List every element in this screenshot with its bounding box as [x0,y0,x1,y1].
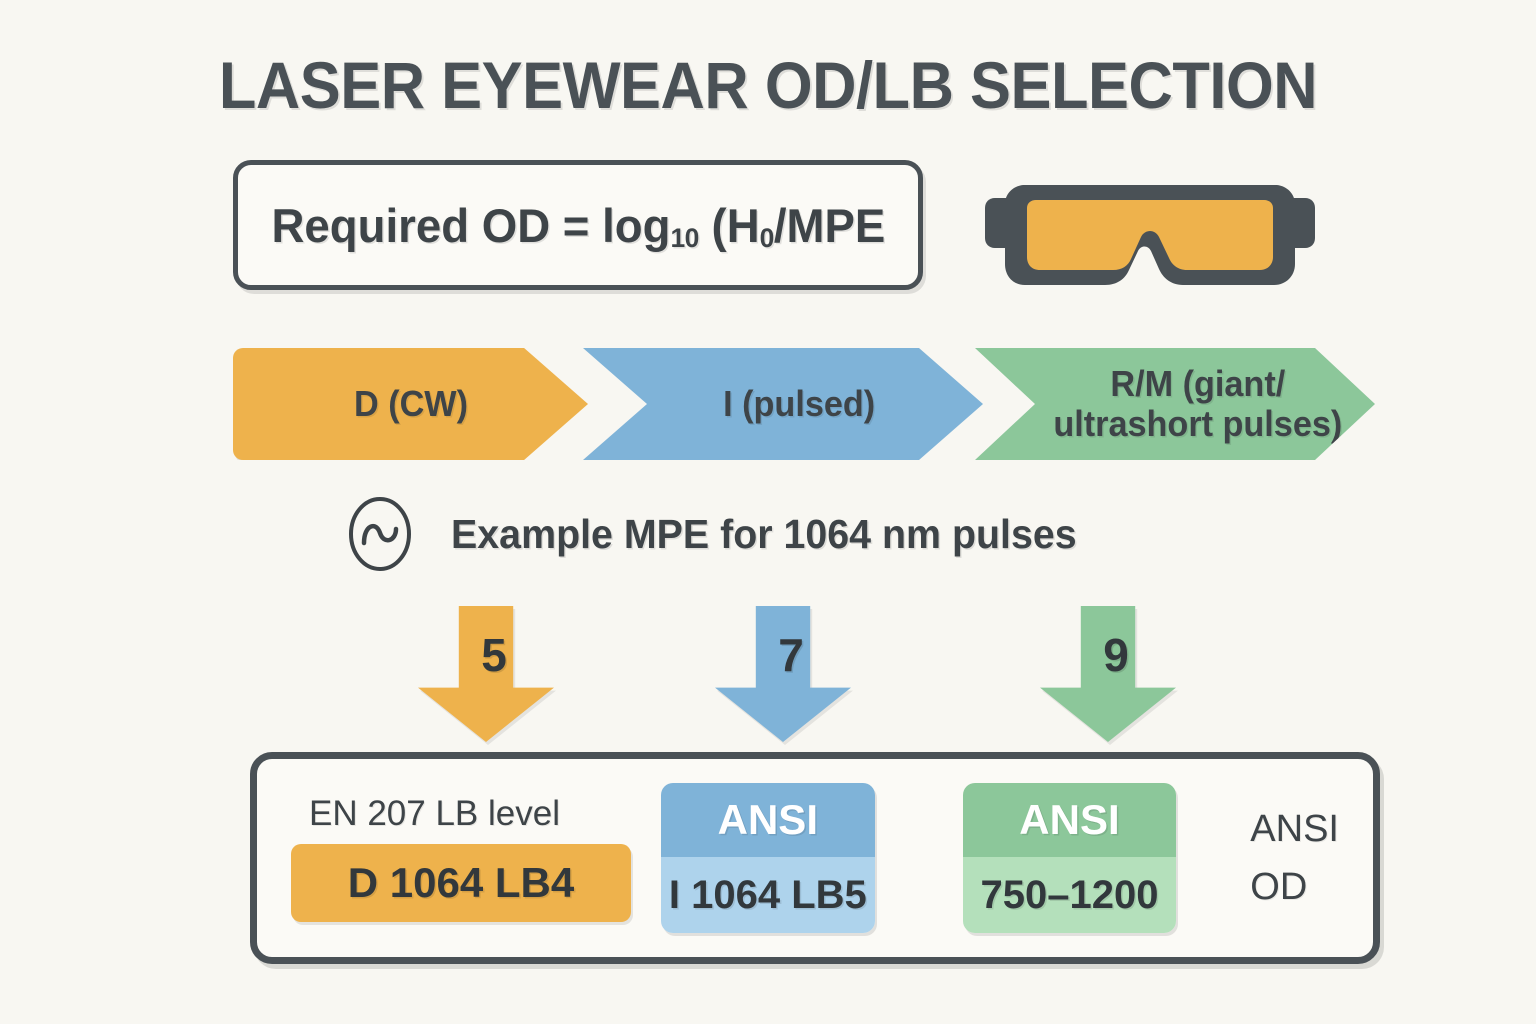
example-mpe-label: Example MPE for 1064 nm pulses [451,510,1077,557]
laser-safety-goggles-icon [985,185,1315,285]
en207-column: EN 207 LB level D 1064 LB4 [291,794,631,922]
chevron-step-rm-label: R/M (giant/ ultrashort pulses) [1053,363,1343,444]
od-arrow-i-value: 7 [778,629,804,681]
formula-prefix: Required OD = log [271,198,671,252]
ansi-block-rm-body: 750–1200 [962,857,1177,933]
page-title: LASER EYEWEAR OD/LB SELECTION [218,48,1318,122]
formula-h-subscript: 0 [759,222,774,254]
ansi-block-i-body: I 1064 LB5 [661,857,875,933]
marking-summary-panel: EN 207 LB level D 1064 LB4 ANSI I 1064 L… [250,752,1380,964]
chevron-step-rm[interactable]: R/M (giant/ ultrashort pulses) [975,348,1375,460]
sine-wave-icon [349,497,411,571]
od-arrow-d: 5 [418,606,554,742]
en207-marking-chip[interactable]: D 1064 LB4 [291,844,631,922]
en207-title: EN 207 LB level [309,794,560,833]
chevron-step-d[interactable]: D (CW) [233,348,588,460]
od-arrow-rm-value: 9 [1103,629,1129,681]
formula-log-base: 10 [670,222,699,254]
ansi-block-rm[interactable]: ANSI 750–1200 [962,783,1177,933]
od-arrow-d-value: 5 [481,629,507,681]
chevron-step-d-label: D (CW) [353,383,468,424]
chevron-step-i[interactable]: I (pulsed) [583,348,983,460]
formula-suffix: /MPE [773,198,885,252]
ansi-block-rm-head: ANSI [962,783,1177,857]
formula-card: Required OD = log10 (H0/MPE [233,160,923,290]
ansi-od-label: ANSI OD [1250,808,1339,908]
ansi-block-i[interactable]: ANSI I 1064 LB5 [661,783,875,933]
od-arrow-rm: 9 [1040,606,1176,742]
od-arrow-i: 7 [715,606,851,742]
chevron-step-i-label: I (pulsed) [723,383,876,424]
ansi-block-i-head: ANSI [661,783,875,857]
example-mpe-row: Example MPE for 1064 nm pulses [346,495,1090,573]
formula-text: Required OD = log10 (H0/MPE [271,198,885,254]
formula-middle: (H [698,198,760,252]
